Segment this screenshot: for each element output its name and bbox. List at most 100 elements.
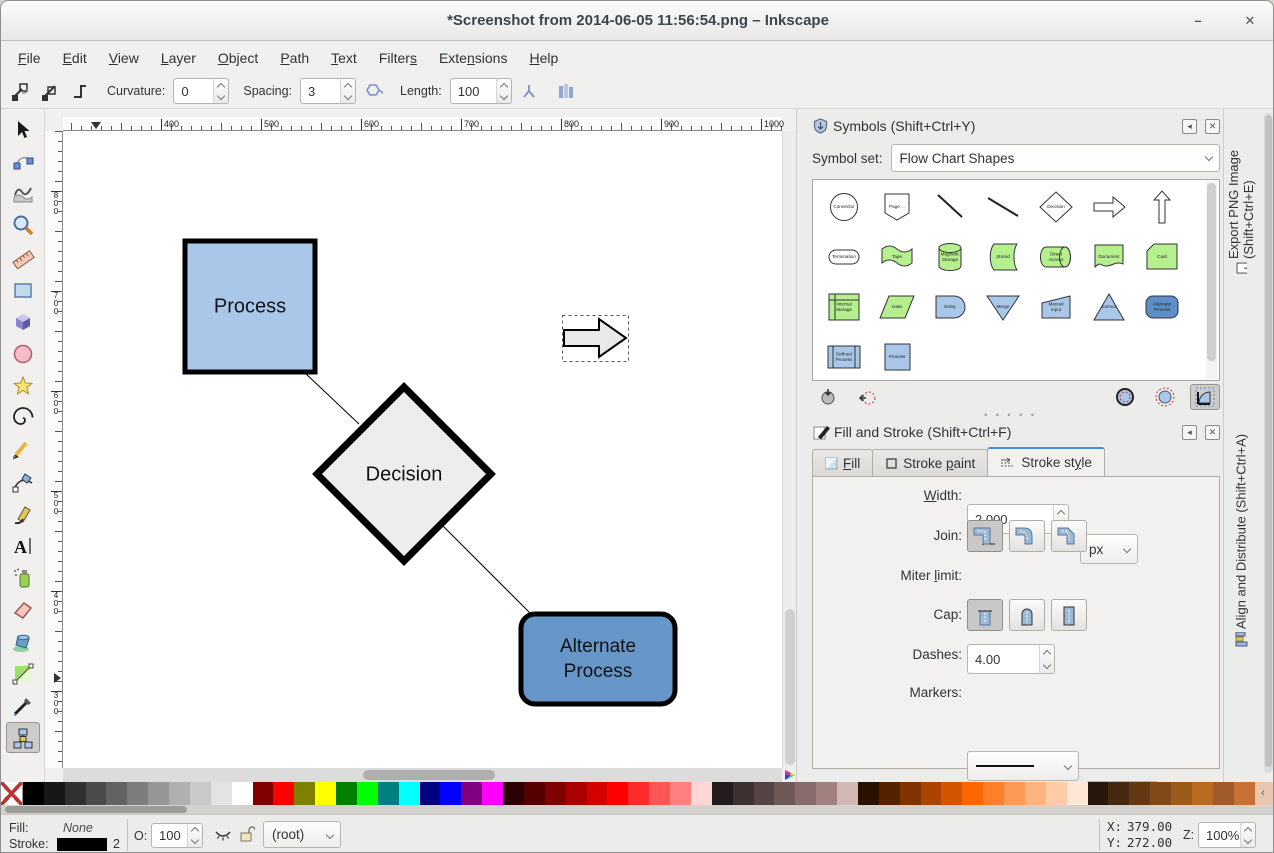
tool-tweak[interactable] (6, 178, 40, 209)
palette-swatch[interactable] (1150, 782, 1171, 805)
tab-fill[interactable]: Fill (812, 449, 874, 477)
menu-path[interactable]: Path (280, 49, 310, 66)
symbol-display-outline-toggle[interactable] (1150, 384, 1180, 410)
symbol-merge[interactable]: Merge (976, 282, 1029, 332)
symbol-line1[interactable] (923, 182, 976, 232)
cap-butt-button[interactable] (967, 599, 1003, 631)
symbol-arrow-up[interactable] (1135, 182, 1188, 232)
tool-select[interactable] (6, 114, 40, 145)
canvas-horizontal-scrollbar[interactable] (63, 768, 782, 782)
tool-ellipse[interactable] (6, 338, 40, 369)
send-to-symbols-button[interactable] (812, 384, 842, 410)
symbol-delay[interactable]: Delay (923, 282, 976, 332)
canvas-page[interactable]: Process Decision Alternate Process (63, 131, 782, 768)
palette-swatch[interactable] (837, 782, 858, 805)
curvature-spin-arrows[interactable] (213, 79, 229, 103)
symbol-tape[interactable]: Tape (870, 232, 923, 282)
tool-pencil[interactable] (6, 434, 40, 465)
palette-swatch[interactable] (440, 782, 462, 805)
palette-swatch-none[interactable] (1, 782, 23, 805)
palette-swatch[interactable] (1254, 782, 1273, 805)
palette-swatch[interactable] (210, 782, 232, 805)
palette-swatch[interactable] (64, 782, 86, 805)
orthogonal-connector-icon[interactable] (67, 78, 93, 104)
length-spin-arrows[interactable] (495, 79, 511, 103)
layer-visibility-icon[interactable] (213, 825, 233, 843)
palette-swatch[interactable] (148, 782, 169, 805)
symbol-grid-scrollbar[interactable] (1206, 181, 1217, 379)
menu-object[interactable]: Object (217, 49, 259, 66)
palette-swatch[interactable] (1233, 782, 1255, 805)
fill-stroke-iconify-button[interactable]: ◂ (1182, 424, 1197, 440)
cap-round-button[interactable] (1009, 599, 1045, 631)
palette-swatch[interactable] (1087, 782, 1109, 805)
symbol-page[interactable]: Page ... (870, 182, 923, 232)
color-managed-view-toggle[interactable] (784, 769, 796, 781)
opacity-spinbox[interactable]: 100 (151, 823, 203, 848)
tool-node-editor[interactable] (6, 146, 40, 177)
layer-selector-dropdown[interactable]: (root) (263, 821, 341, 848)
align-distribute-tab[interactable]: Align and Distribute (Shift+Ctrl+A) (1228, 281, 1254, 651)
tab-stroke-paint[interactable]: Stroke paint (872, 449, 989, 477)
connector-line-1[interactable] (303, 371, 360, 425)
palette-scrollbar[interactable] (1, 805, 1273, 814)
symbol-data[interactable]: Data (870, 282, 923, 332)
palette-swatch[interactable] (252, 782, 274, 805)
tab-stroke-style[interactable]: Stroke style (987, 447, 1105, 477)
symbol-decision[interactable]: Decision (1029, 182, 1082, 232)
tool-eraser[interactable] (6, 594, 40, 625)
palette-swatch[interactable] (1108, 782, 1130, 805)
graph-layout-icon[interactable] (360, 78, 386, 104)
palette-swatch[interactable] (294, 782, 316, 805)
palette-swatch[interactable] (482, 782, 503, 805)
cap-square-button[interactable] (1051, 599, 1087, 631)
palette-swatch[interactable] (607, 782, 629, 805)
symbol-display-solid-toggle[interactable] (1110, 384, 1140, 410)
palette-swatch[interactable] (732, 782, 754, 805)
tool-text[interactable]: A (6, 530, 40, 561)
symbols-panel-iconify-button[interactable]: ◂ (1182, 118, 1197, 134)
palette-swatch[interactable] (649, 782, 670, 805)
palette-swatch[interactable] (690, 782, 712, 805)
tool-spray[interactable] (6, 562, 40, 593)
miter-limit-spinbox[interactable]: 4.00 (967, 644, 1055, 674)
menu-filters[interactable]: Filters (378, 49, 417, 66)
spacing-spinbox[interactable]: 3 (300, 78, 357, 104)
join-miter-button[interactable] (967, 520, 1003, 552)
palette-swatch[interactable] (189, 782, 211, 805)
stroke-width-unit-dropdown[interactable]: px (1080, 534, 1138, 564)
palette-swatch[interactable] (523, 782, 545, 805)
tool-zoom[interactable] (6, 210, 40, 241)
palette-swatch[interactable] (941, 782, 963, 805)
arrow-symbol-selected[interactable] (562, 315, 629, 362)
palette-swatch[interactable] (398, 782, 420, 805)
join-bevel-button[interactable] (1051, 520, 1087, 552)
symbol-card[interactable]: Card (1135, 232, 1188, 282)
palette-swatch[interactable] (962, 782, 984, 805)
tool-paint-bucket[interactable] (6, 626, 40, 657)
palette-swatch[interactable] (273, 782, 295, 805)
palette-swatch[interactable] (753, 782, 775, 805)
palette-swatch[interactable] (670, 782, 691, 805)
symbol-arrow-right[interactable] (1082, 182, 1135, 232)
avoid-objects-icon[interactable] (7, 78, 33, 104)
palette-swatch[interactable] (586, 782, 608, 805)
menu-edit[interactable]: Edit (62, 49, 87, 66)
palette-swatch[interactable] (169, 782, 190, 805)
zoom-spinbox[interactable]: 100% (1198, 822, 1256, 848)
palette-swatch[interactable] (899, 782, 921, 805)
length-spinbox[interactable]: 100 (449, 78, 512, 104)
palette-swatch[interactable] (356, 782, 378, 805)
palette-swatch[interactable] (544, 782, 566, 805)
palette-swatch[interactable] (503, 782, 524, 805)
tool-box-3d[interactable] (6, 306, 40, 337)
palette-swatch[interactable] (127, 782, 149, 805)
downward-connectors-icon[interactable] (516, 78, 542, 104)
tool-bezier-pen[interactable] (6, 466, 40, 497)
symbol-process[interactable]: Process (870, 332, 923, 382)
palette-swatch[interactable] (419, 782, 441, 805)
